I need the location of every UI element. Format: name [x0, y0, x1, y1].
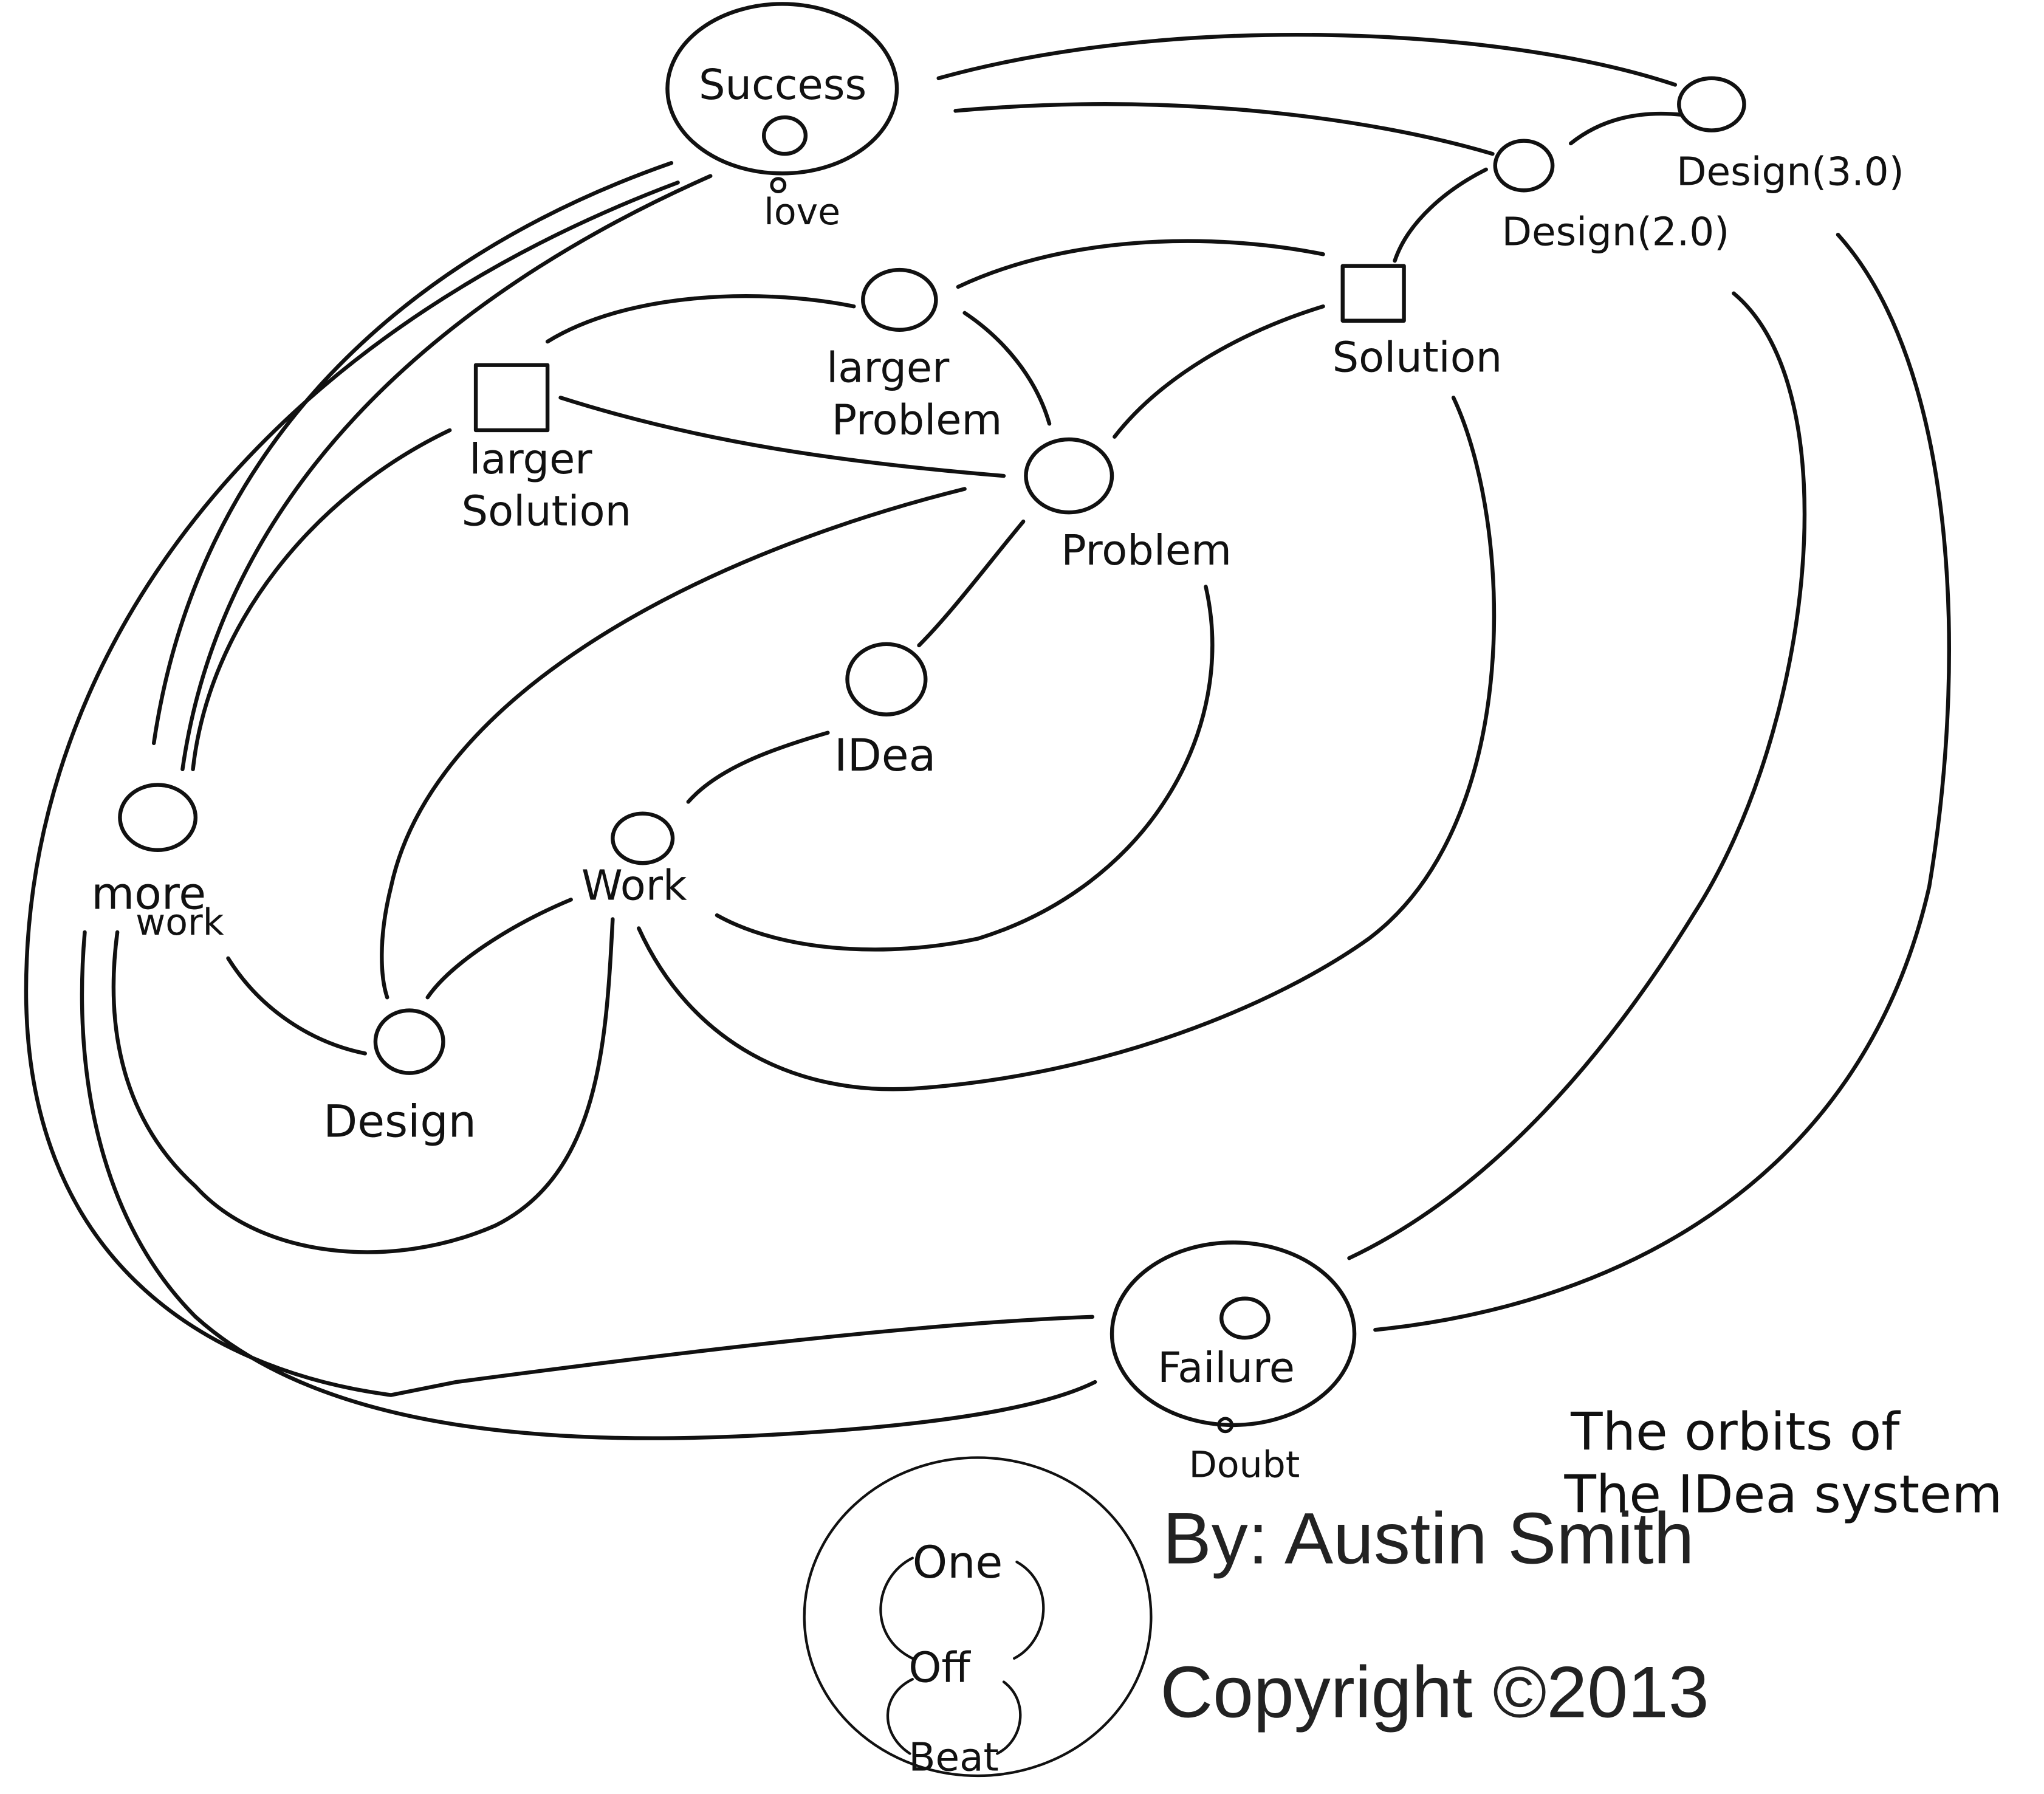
author-credit: By: Austin Smith [1163, 1497, 1695, 1579]
orbit-success-morework-a [151, 160, 674, 746]
problem-node: Problem [1024, 437, 1232, 575]
design-node: Design [323, 1008, 476, 1148]
success-inner-circle [762, 115, 808, 156]
orbit-largersolution-problem [558, 396, 1006, 478]
design2-circle [1493, 139, 1555, 193]
larger-solution-square [473, 363, 550, 433]
work-circle [611, 811, 675, 865]
orbit-work-morework [111, 917, 615, 1254]
design3-label: Design(3.0) [1676, 150, 1904, 195]
design-label: Design [323, 1096, 476, 1148]
more-work-label-1: more [91, 868, 206, 919]
logo-word-off: Off [908, 1644, 971, 1693]
failure-label: Failure [1157, 1344, 1295, 1392]
orbit-work-solution [637, 396, 1497, 1091]
larger-problem-label-2: Problem [832, 396, 1003, 444]
success-label: Success [699, 61, 866, 109]
larger-solution-node: larger Solution [462, 363, 632, 536]
orbit-solution-problem [1113, 304, 1325, 439]
credits: By: Austin Smith Copyright ©2013 [1160, 1497, 1709, 1733]
orbit-largersolution-largerproblem [545, 294, 856, 344]
logo-word-one: One [913, 1537, 1003, 1589]
orbit-design3-failure [1373, 232, 1951, 1332]
more-work-circle [118, 783, 198, 852]
logo-word-beat: Beat [908, 1734, 998, 1780]
solution-node: Solution [1332, 264, 1503, 382]
orbit-success-morework-b [180, 174, 713, 771]
title-line-1: The orbits of [1570, 1402, 1901, 1463]
orbit-work-design [425, 898, 573, 1000]
logo-outer-circle [803, 1456, 1153, 1778]
diagram-title: The orbits of The IDea system [1563, 1402, 2002, 1525]
orbit-morework-failure [80, 930, 1097, 1440]
orbit-outer-left [24, 180, 1095, 1397]
orbit-largerproblem-problem [962, 311, 1052, 426]
orbit-design2-solution [1393, 167, 1488, 263]
logo-bracket-top-right [1012, 1560, 1045, 1660]
larger-solution-label-1: larger [469, 435, 592, 484]
work-label: Work [581, 861, 687, 910]
orbit-problem-work [715, 585, 1215, 952]
design3-node: Design(3.0) [1676, 76, 1904, 195]
success-outer-circle [665, 2, 899, 176]
success-node: Success love [665, 2, 899, 233]
logo-bracket-bottom-right [996, 1680, 1022, 1755]
orbit-idea-work [686, 730, 830, 804]
doubt-label: Doubt [1189, 1444, 1300, 1486]
orbit-problem-design-big [380, 487, 967, 1000]
orbit-success-design3 [936, 33, 1678, 87]
more-work-node: more work [91, 783, 224, 944]
idea-label: IDea [834, 730, 936, 782]
copyright-credit: Copyright ©2013 [1160, 1651, 1709, 1733]
one-off-beat-logo: One Off Beat [803, 1456, 1153, 1780]
design2-label: Design(2.0) [1501, 209, 1729, 255]
orbit-success-design2 [953, 102, 1495, 156]
problem-circle [1024, 437, 1114, 515]
more-work-label-2: work [135, 901, 224, 944]
orbit-design2-failure [1347, 291, 1807, 1260]
love-moon [770, 177, 787, 194]
orbit-problem-idea [917, 519, 1026, 648]
larger-problem-circle [861, 267, 938, 332]
logo-bracket-bottom-left [886, 1678, 914, 1755]
design2-node: Design(2.0) [1493, 139, 1729, 255]
nodes: Success love Design(3.0) Design(2.0) lar… [91, 2, 1904, 1486]
title-line-2: The IDea system [1563, 1465, 2002, 1525]
love-label: love [764, 191, 840, 233]
idea-node: IDea [834, 642, 936, 782]
failure-node: Failure Doubt [1109, 1240, 1357, 1486]
orbit-lines [24, 33, 1951, 1440]
logo-bracket-top-left [879, 1556, 914, 1660]
work-node: Work [581, 811, 687, 910]
doubt-moon [1217, 1417, 1234, 1434]
orbit-design2-design3 [1568, 111, 1684, 146]
larger-problem-label-1: larger [826, 344, 950, 393]
orbit-morework-design [226, 956, 367, 1056]
orbit-largersolution-design [191, 428, 452, 771]
design3-circle [1677, 76, 1746, 132]
solution-square [1340, 264, 1406, 323]
design-circle [373, 1008, 445, 1075]
idea-circle [845, 642, 928, 717]
failure-inner-circle [1219, 1296, 1271, 1340]
larger-solution-label-2: Solution [462, 487, 632, 536]
problem-label: Problem [1061, 526, 1232, 575]
larger-problem-node: larger Problem [826, 267, 1003, 444]
solution-label: Solution [1332, 333, 1503, 382]
orbit-largerproblem-solution [956, 239, 1325, 289]
